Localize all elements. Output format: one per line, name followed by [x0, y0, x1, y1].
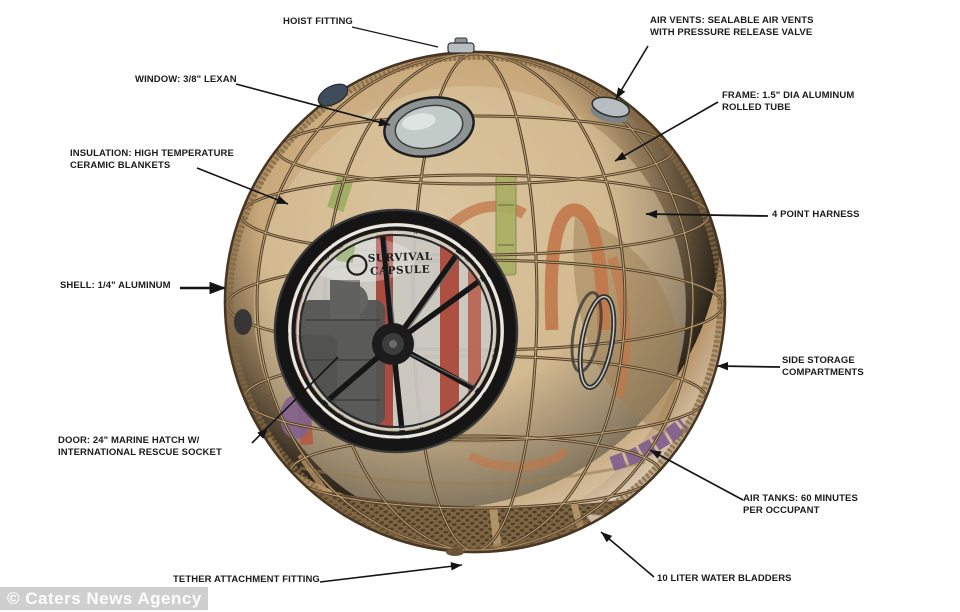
leader-line-harness	[645, 209, 769, 219]
tether-fitting	[446, 548, 464, 556]
label-side-storage: SIDE STORAGE COMPARTMENTS	[782, 355, 864, 378]
side-oval-ring	[570, 291, 617, 390]
leader-line-tether	[319, 562, 463, 583]
leader-line-frame	[614, 101, 719, 162]
porthole-window	[383, 96, 475, 158]
leader-line-door	[251, 356, 339, 444]
leader-line-air-tanks	[649, 449, 744, 501]
label-insulation: INSULATION: HIGH TEMPERATURE CERAMIC BLA…	[70, 148, 234, 171]
label-shell: SHELL: 1/4" ALUMINUM	[60, 280, 171, 291]
air-vent-left	[317, 83, 349, 107]
leader-line-water-bladders	[600, 531, 655, 578]
label-door: DOOR: 24" MARINE HATCH W/ INTERNATIONAL …	[58, 435, 222, 458]
label-4-point-harness: 4 POINT HARNESS	[772, 209, 860, 220]
svg-text:SURVIVAL: SURVIVAL	[368, 251, 434, 265]
label-water-bladders: 10 LITER WATER BLADDERS	[657, 573, 792, 584]
hatch-wheel-hub	[372, 323, 414, 365]
svg-text:CAPSULE: CAPSULE	[370, 264, 430, 278]
label-tether-attachment: TETHER ATTACHMENT FITTING	[173, 574, 320, 585]
label-air-tanks: AIR TANKS: 60 MINUTES PER OCCUPANT	[743, 493, 858, 516]
leader-line-air-vents	[615, 45, 649, 100]
label-window: WINDOW: 3/8" LEXAN	[135, 74, 237, 85]
shell-side-knob	[234, 309, 252, 335]
air-vent-right	[590, 96, 631, 123]
leader-line-window	[235, 83, 391, 127]
survival-capsule-logo: SURVIVAL CAPSULE	[346, 251, 434, 278]
leader-lines	[180, 26, 781, 583]
leader-line-hoist	[351, 26, 439, 48]
leader-line-side-storage	[716, 361, 781, 371]
leader-line-insulation	[196, 167, 289, 205]
marine-hatch-door: SURVIVAL CAPSULE	[273, 208, 519, 454]
leader-line-shell	[180, 281, 226, 295]
label-air-vents: AIR VENTS: SEALABLE AIR VENTS WITH PRESS…	[650, 15, 814, 38]
hoist-fitting	[447, 37, 475, 54]
label-hoist-fitting: HOIST FITTING	[283, 16, 353, 27]
label-frame: FRAME: 1.5" DIA ALUMINUM ROLLED TUBE	[722, 90, 855, 113]
hatch-rim	[273, 208, 519, 454]
watermark-caters-news-agency: © Caters News Agency	[0, 587, 208, 610]
